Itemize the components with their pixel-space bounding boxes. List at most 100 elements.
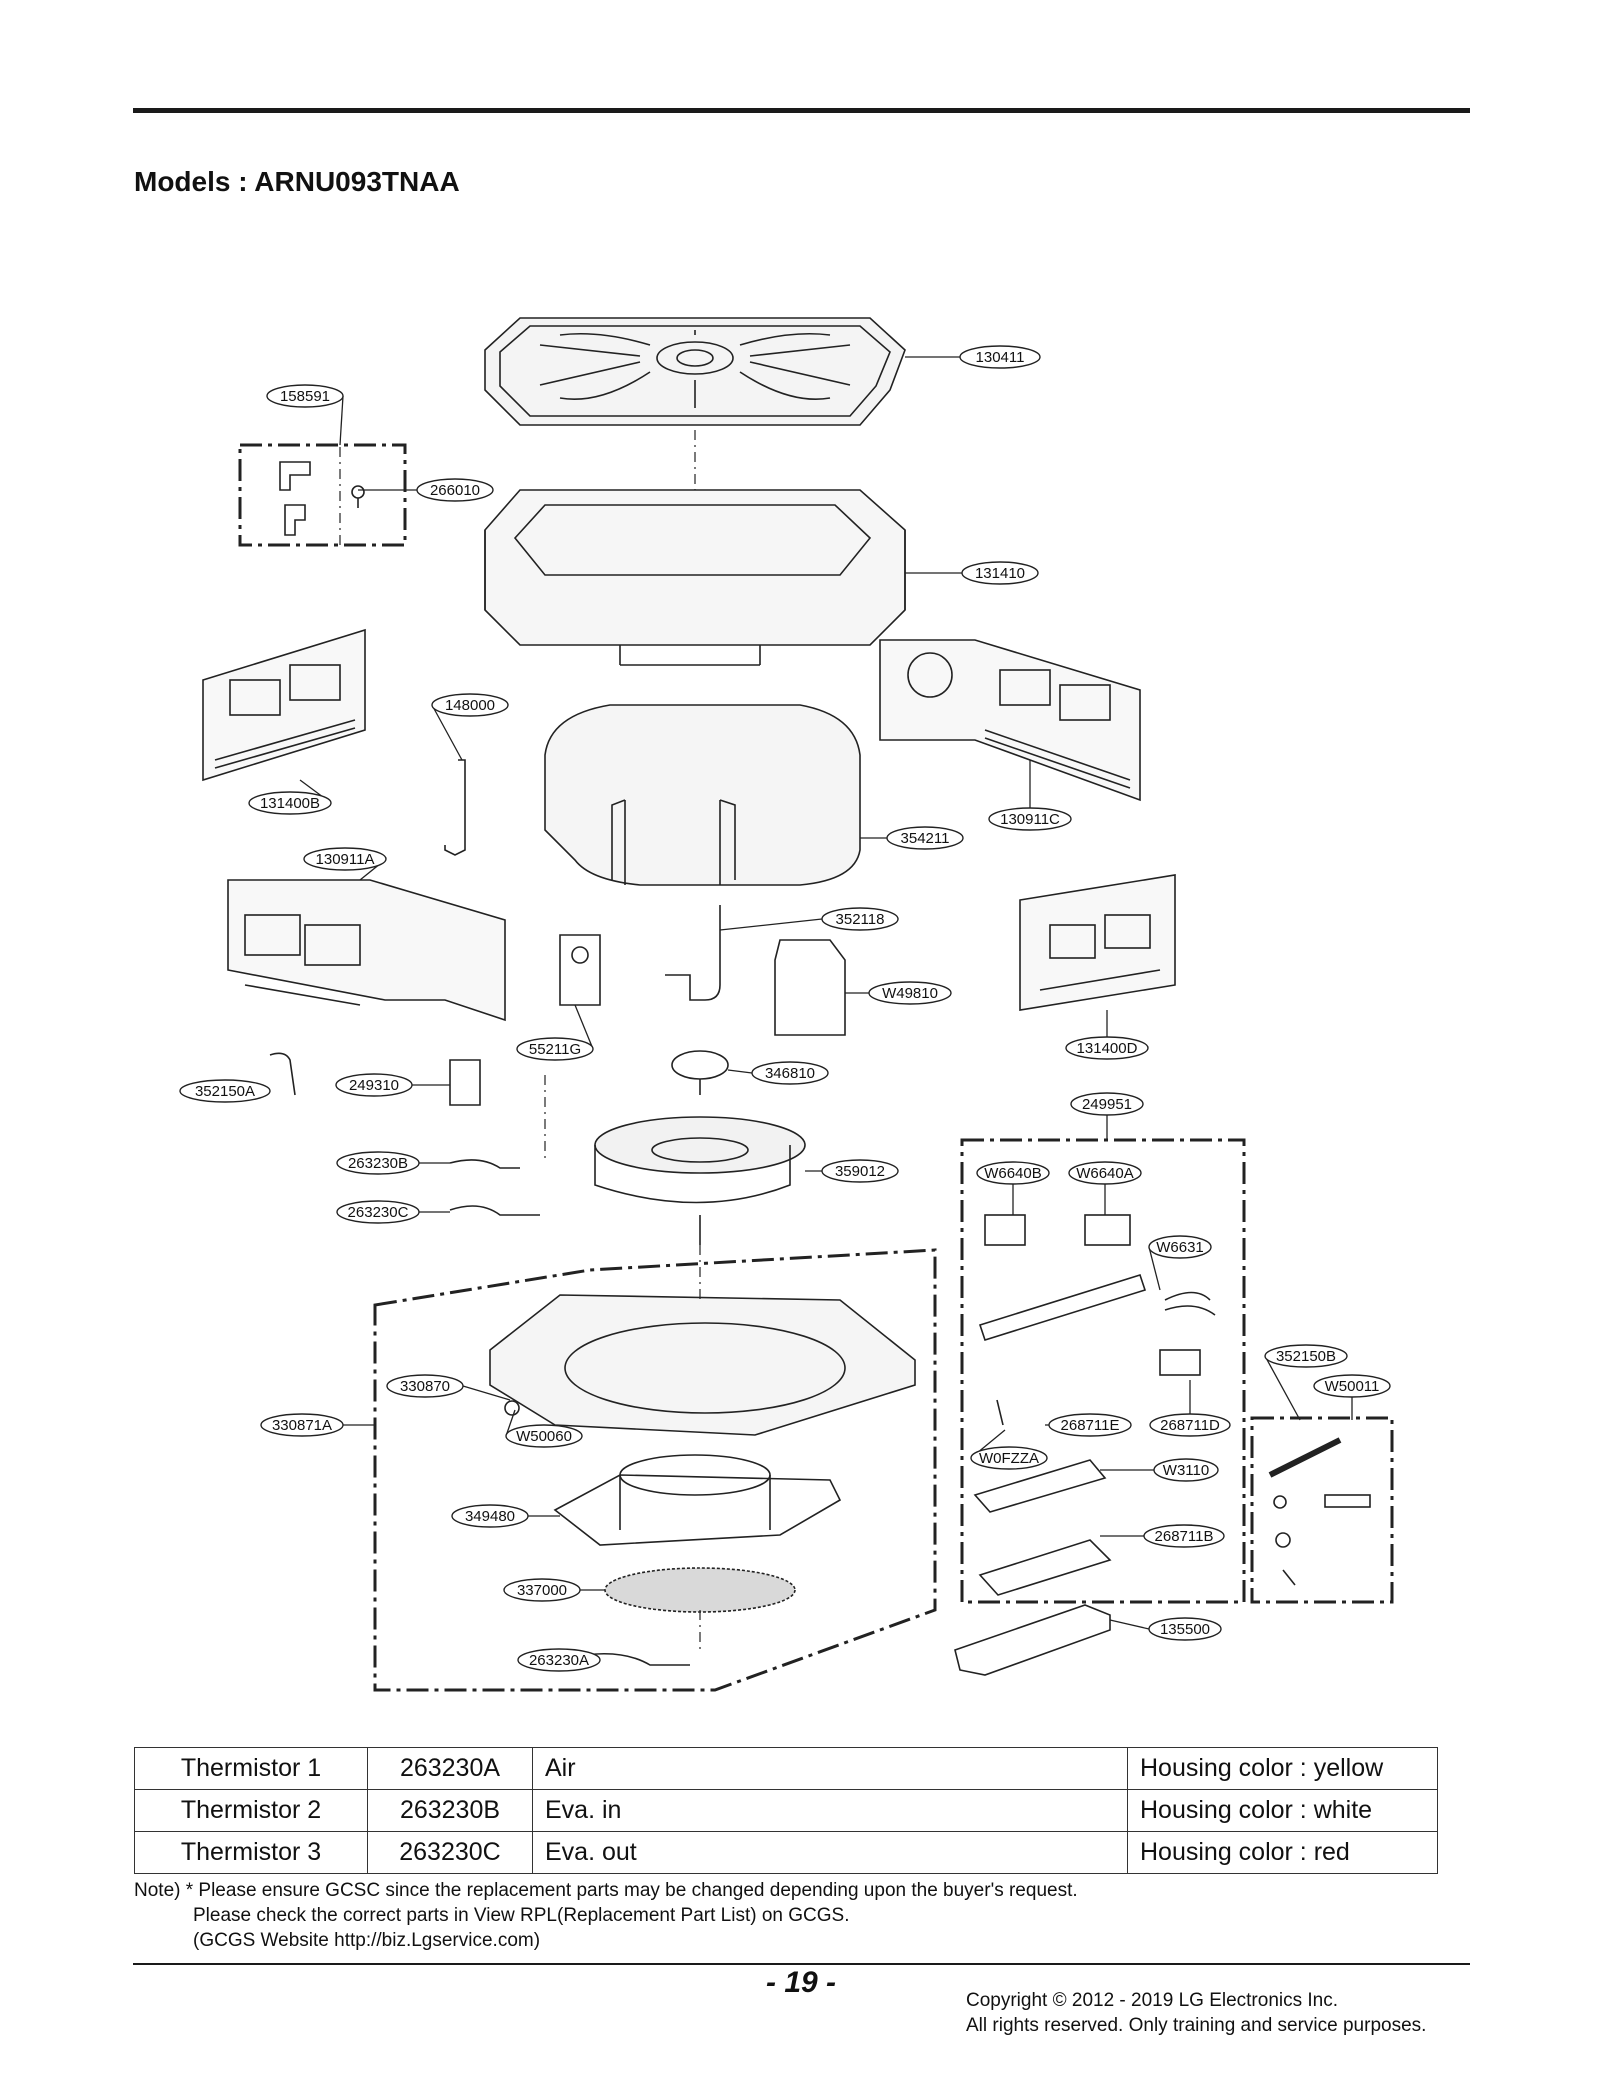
callout-bubble [970,1446,1048,1470]
callout-bubble [821,1159,899,1183]
part-drawing-55211G [559,934,601,1006]
callout-label: 330870 [400,1378,450,1395]
part-drawing-330871A [489,1294,916,1436]
page-number: - 19 - [766,1966,837,1999]
callout-bubble [821,907,899,931]
callout-bubble [503,1578,581,1602]
callout-label: 330871A [272,1417,332,1434]
thermistor-part: 263230C [367,1831,533,1874]
table-row: Thermistor 1 263230A Air Housing color :… [134,1747,1438,1790]
callout-bubble [260,1413,344,1437]
callout-bubble [959,345,1041,369]
callout-label: 135500 [1160,1621,1210,1638]
callout-group: 130411158591266010131410148000131400B130… [179,345,1391,1672]
callout-label: 158591 [280,388,330,405]
part-drawing-346810 [671,1050,729,1095]
part-drawing-263230C [449,1205,540,1216]
callout-bubble [751,1061,829,1085]
callout-leader [505,1409,516,1437]
callout-label: W49810 [882,985,938,1002]
thermistor-housing: Housing color : white [1127,1789,1438,1832]
callout-bubble [303,847,387,871]
callout-label: W0FZZA [979,1450,1039,1467]
thermistor-part: 263230A [367,1747,533,1790]
part-drawing-130911A [227,879,506,1022]
callout-bubble [451,1504,529,1528]
callout-label: 263230B [348,1155,408,1172]
note-line: (GCGS Website http://biz.Lgservice.com) [193,1930,541,1951]
callout-label: 131400D [1077,1040,1138,1057]
callout-label: 131410 [975,565,1025,582]
part-drawing-W50011 [1268,1437,1371,1586]
callout-leader [574,1004,594,1050]
callout-bubble [1149,1413,1231,1437]
part-drawing-337000 [604,1567,796,1613]
thermistor-table: Thermistor 1 263230A Air Housing color :… [134,1747,1438,1874]
callout-label: W6640B [984,1165,1042,1182]
callout-label: 131400B [260,795,320,812]
callout-bubble [1313,1374,1391,1398]
callout-label: W6640A [1076,1165,1134,1182]
part-drawing-131400D [1019,874,1176,1011]
exploded-parts-diagram: 130411158591266010131410148000131400B130… [179,317,1394,1692]
callout-label: 354211 [901,830,950,847]
top-rule [133,108,1470,113]
callout-bubble [886,826,964,850]
note-line: Please check the correct parts in View R… [193,1905,850,1926]
callout-label: W6631 [1156,1239,1204,1256]
callout-label: W3110 [1163,1462,1209,1479]
callout-bubble [336,1151,420,1175]
part-drawing-359012 [594,1116,806,1245]
callout-bubble [416,478,494,502]
callout-label: 268711B [1155,1528,1214,1545]
callout-label: 148000 [445,697,495,714]
callout-bubble [179,1079,271,1103]
callout-label: 268711D [1160,1417,1220,1434]
callout-leader [462,1385,511,1401]
part-drawing-W49810 [774,939,846,1036]
callout-label: 352150A [195,1083,255,1100]
callout-bubble [336,1200,420,1224]
page-title: Models : ARNU093TNAA [134,166,460,197]
callout-label: 268711E [1061,1417,1120,1434]
callout-bubble [976,1161,1050,1185]
thermistor-part: 263230B [367,1789,533,1832]
callout-bubble [1068,1161,1142,1185]
thermistor-name: Thermistor 3 [134,1831,368,1874]
callout-label: 55211G [529,1041,581,1058]
callout-label: 263230C [348,1204,409,1221]
thermistor-location: Air [532,1747,1128,1790]
callout-bubble [1048,1413,1132,1437]
part-drawing-control-box [973,1214,1216,1596]
part-drawing-352118 [665,905,721,1001]
callout-bubble [988,807,1072,831]
callout-bubble [868,981,952,1005]
callout-bubble [248,791,332,815]
thermistor-name: Thermistor 1 [134,1747,368,1790]
callout-bubble [1070,1092,1144,1116]
note-line: Note) * Please ensure GCSC since the rep… [134,1880,1078,1901]
callout-bubble [335,1073,413,1097]
thermistor-location: Eva. in [532,1789,1128,1832]
callout-label: 349480 [465,1508,515,1525]
callout-label: 249310 [349,1077,399,1094]
callout-label: 346810 [765,1065,815,1082]
callout-label: 352118 [836,911,885,928]
callout-label: 263230A [529,1652,589,1669]
part-drawing-158591 [279,461,365,536]
callout-bubble [266,384,344,408]
callout-bubble [1264,1344,1348,1368]
callout-label: W50060 [516,1428,572,1445]
callout-bubble [1148,1235,1212,1259]
callout-bubble [1148,1617,1222,1641]
part-drawing-130411 [484,317,906,426]
copyright-line: Copyright © 2012 - 2019 LG Electronics I… [966,1990,1339,2011]
thermistor-housing: Housing color : yellow [1127,1747,1438,1790]
callout-leader [1264,1355,1301,1421]
thermistor-housing: Housing color : red [1127,1831,1438,1874]
part-drawing-131400B [202,628,366,782]
callout-bubble [516,1037,594,1061]
callout-label: 266010 [430,482,480,499]
callout-label: 352150B [1276,1348,1336,1365]
callout-label: 249951 [1082,1096,1132,1113]
